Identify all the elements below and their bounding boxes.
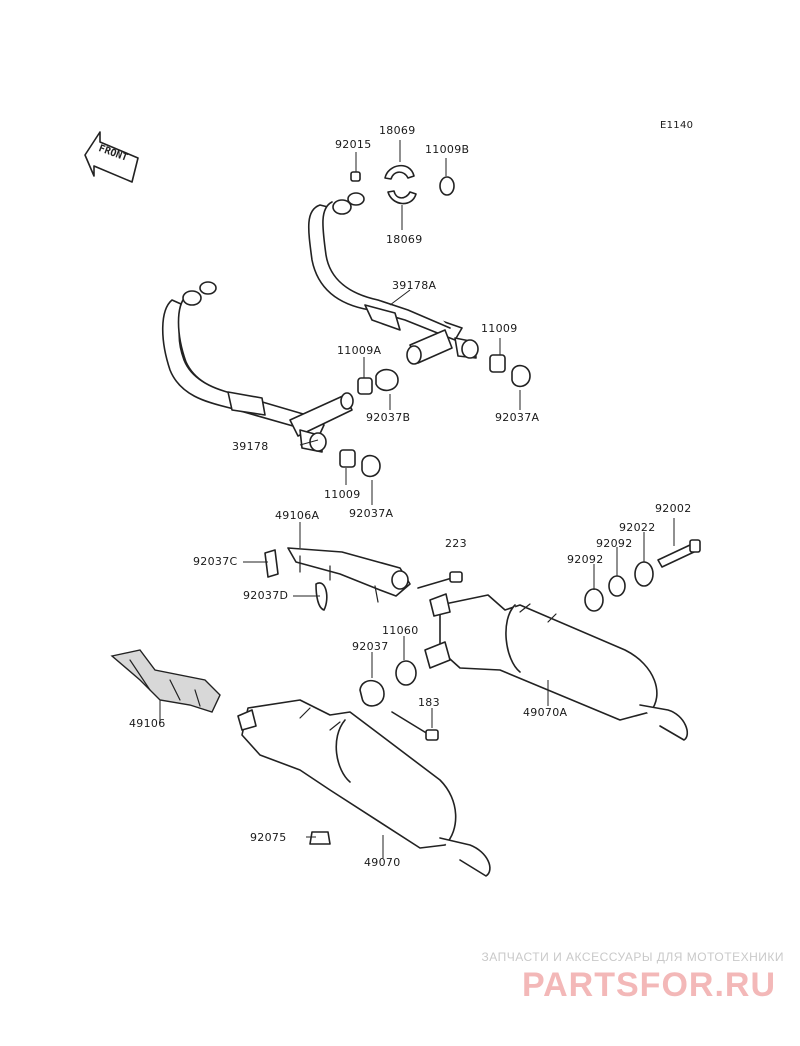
grommet-92092-a: [608, 575, 626, 597]
label-183: 183: [418, 696, 440, 709]
label-92037c: 92037C: [193, 555, 238, 568]
leader-lines: [159, 140, 675, 858]
header-pipe-39178: [161, 281, 354, 453]
grommet-92092-b: [584, 588, 604, 612]
label-11009b: 11009B: [425, 143, 470, 156]
label-92037d: 92037D: [243, 589, 289, 602]
label-92037b: 92037B: [366, 411, 411, 424]
label-92002: 92002: [655, 502, 692, 515]
muffler-49070: [237, 699, 491, 877]
watermark-brand: PARTSFOR.RU: [521, 966, 776, 1004]
muffler-49070a: [424, 593, 689, 741]
diagram-code: E1140: [660, 120, 694, 131]
clamp-18069-top: [384, 164, 415, 180]
gasket-11009a: [357, 377, 373, 395]
label-11009-left: 11009: [324, 488, 361, 501]
bolt-92002: [657, 539, 701, 568]
clip-92037d: [315, 582, 328, 611]
clamp-92037a-right: [511, 364, 531, 388]
label-18069-top: 18069: [379, 124, 416, 137]
bolt-183: [391, 711, 439, 741]
label-49070a: 49070A: [523, 706, 568, 719]
bolt-223: [417, 571, 463, 589]
label-11060: 11060: [382, 624, 419, 637]
watermark-subtitle: ЗАПЧАСТИ И АКСЕССУАРЫ ДЛЯ МОТОТЕХНИКИ: [481, 950, 784, 964]
label-92037: 92037: [352, 640, 389, 653]
clamp-18069-bottom: [387, 190, 417, 205]
label-49070: 49070: [364, 856, 401, 869]
label-92037a-left: 92037A: [349, 507, 394, 520]
ring-11009b: [439, 176, 455, 196]
label-49106: 49106: [129, 717, 166, 730]
gasket-11060: [395, 660, 417, 686]
damper-92075: [309, 831, 331, 845]
label-49106a: 49106A: [275, 509, 320, 522]
clamp-92037a-left: [361, 454, 381, 478]
gasket-11009-left: [339, 449, 356, 468]
label-92037a-right: 92037A: [495, 411, 540, 424]
washer-92022: [634, 561, 654, 587]
label-92022: 92022: [619, 521, 656, 534]
label-92092-b: 92092: [567, 553, 604, 566]
front-arrow-icon: [84, 131, 139, 183]
heat-guard-49106: [110, 649, 221, 713]
label-223: 223: [445, 537, 467, 550]
clamp-92037: [359, 679, 385, 707]
label-39178: 39178: [232, 440, 269, 453]
nut-92015: [350, 171, 361, 182]
label-39178a: 39178A: [392, 279, 437, 292]
label-18069-bottom: 18069: [386, 233, 423, 246]
header-pipe-39178a: [307, 192, 479, 365]
label-92092-a: 92092: [596, 537, 633, 550]
bracket-49106a: [287, 547, 411, 603]
label-92015: 92015: [335, 138, 372, 151]
label-92075: 92075: [250, 831, 287, 844]
clamp-92037b: [375, 368, 399, 392]
label-11009-right: 11009: [481, 322, 518, 335]
label-11009a: 11009A: [337, 344, 382, 357]
clip-92037c: [264, 549, 279, 578]
gasket-11009-right: [489, 354, 506, 373]
